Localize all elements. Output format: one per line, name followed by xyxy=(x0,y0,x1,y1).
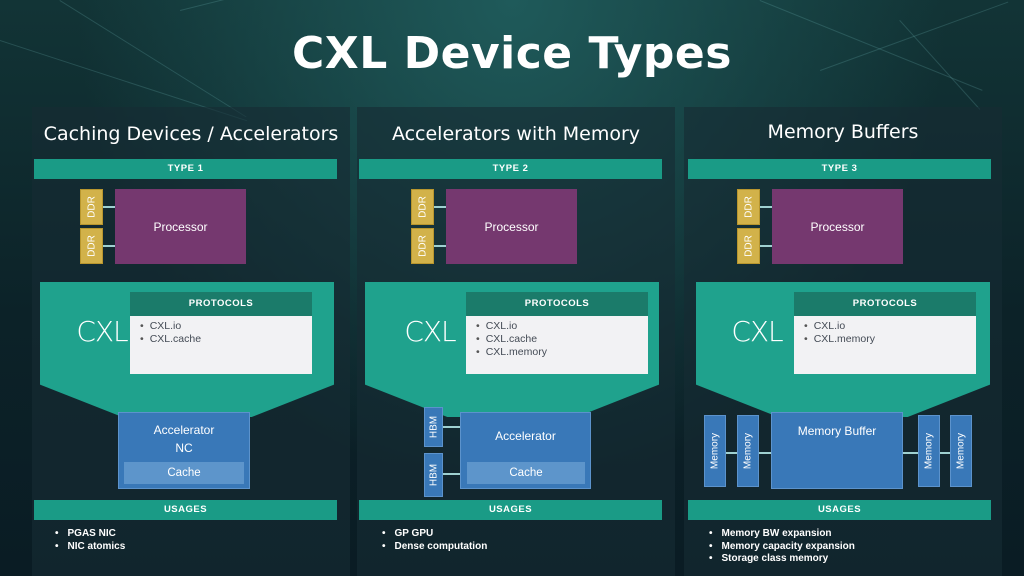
protocol-item: CXL.io xyxy=(476,320,648,333)
type-bar: TYPE 1 xyxy=(34,159,337,179)
hbm-connector xyxy=(443,426,460,428)
ddr-label: DDR xyxy=(86,196,97,218)
memory-module: Memory xyxy=(704,415,726,487)
hbm-label: HBM xyxy=(428,415,439,439)
memory-module: Memory xyxy=(950,415,972,487)
memory-connector xyxy=(759,452,771,454)
ddr-connector xyxy=(434,206,446,208)
memory-label: Memory xyxy=(923,432,935,470)
accelerator-block: Accelerator Cache xyxy=(460,412,591,489)
usages-list: GP GPU Dense computation xyxy=(382,528,488,554)
cxl-logo: CXL xyxy=(404,315,456,348)
memory-label: Memory xyxy=(709,432,721,470)
protocol-item: CXL.memory xyxy=(476,346,648,359)
type-bar: TYPE 3 xyxy=(688,159,991,179)
protocols-header: PROTOCOLS xyxy=(130,292,312,316)
panel-heading: Caching Devices / Accelerators xyxy=(43,123,339,145)
memory-module: Memory xyxy=(737,415,759,487)
processor-block: Processor xyxy=(446,189,577,264)
ddr-label: DDR xyxy=(743,196,754,218)
background-line xyxy=(180,0,375,11)
memory-connector xyxy=(726,452,737,454)
ddr-module: DDR xyxy=(411,189,434,225)
usage-item: Memory BW expansion xyxy=(709,528,855,541)
panel-type-1: Caching Devices / Accelerators TYPE 1 DD… xyxy=(32,107,350,576)
hbm-module: HBM xyxy=(424,407,443,447)
usages-bar: USAGES xyxy=(359,500,662,520)
protocols-list: CXL.io CXL.memory xyxy=(794,320,976,346)
ddr-module: DDR xyxy=(80,228,103,264)
ddr-label: DDR xyxy=(417,196,428,218)
protocol-item: CXL.memory xyxy=(804,333,976,346)
memory-label: Memory xyxy=(955,432,967,470)
usages-bar: USAGES xyxy=(688,500,991,520)
hbm-label: HBM xyxy=(428,463,439,487)
processor-block: Processor xyxy=(115,189,246,264)
accelerator-label: Accelerator xyxy=(495,429,556,443)
type-bar: TYPE 2 xyxy=(359,159,662,179)
ddr-connector xyxy=(103,206,115,208)
cache-block: Cache xyxy=(124,462,244,484)
protocols-header: PROTOCOLS xyxy=(466,292,648,316)
panel-heading: Accelerators with Memory xyxy=(391,123,641,145)
usage-item: NIC atomics xyxy=(55,541,126,554)
page-title: CXL Device Types xyxy=(292,28,732,79)
hbm-module: HBM xyxy=(424,453,443,497)
usages-list: PGAS NIC NIC atomics xyxy=(55,528,126,554)
ddr-module: DDR xyxy=(737,189,760,225)
ddr-connector xyxy=(760,206,772,208)
nic-label: NC xyxy=(175,441,193,455)
memory-connector xyxy=(940,452,950,454)
accelerator-nic-block: Accelerator NC Cache xyxy=(118,412,250,489)
memory-buffer-block: Memory Buffer xyxy=(771,412,903,489)
cxl-logo: CXL xyxy=(76,315,128,348)
cache-block: Cache xyxy=(467,462,585,484)
ddr-module: DDR xyxy=(411,228,434,264)
memory-module: Memory xyxy=(918,415,940,487)
protocol-item: CXL.io xyxy=(804,320,976,333)
ddr-connector xyxy=(434,245,446,247)
protocols-header: PROTOCOLS xyxy=(794,292,976,316)
protocol-item: CXL.cache xyxy=(140,333,312,346)
protocol-item: CXL.io xyxy=(140,320,312,333)
cxl-logo: CXL xyxy=(731,315,783,348)
ddr-module: DDR xyxy=(80,189,103,225)
protocol-item: CXL.cache xyxy=(476,333,648,346)
ddr-connector xyxy=(103,245,115,247)
panel-type-3: Memory Buffers TYPE 3 DDR DDR Processor … xyxy=(684,107,1002,576)
accelerator-label: Accelerator xyxy=(153,423,215,437)
usages-bar: USAGES xyxy=(34,500,337,520)
usages-list: Memory BW expansion Memory capacity expa… xyxy=(709,528,855,566)
ddr-label: DDR xyxy=(743,235,754,257)
panel-type-2: Accelerators with Memory TYPE 2 DDR DDR … xyxy=(357,107,675,576)
processor-block: Processor xyxy=(772,189,903,264)
protocols-list: CXL.io CXL.cache CXL.memory xyxy=(466,320,648,359)
panel-heading: Memory Buffers xyxy=(767,121,919,143)
ddr-label: DDR xyxy=(86,235,97,257)
usage-item: PGAS NIC xyxy=(55,528,125,541)
usage-item: GP GPU xyxy=(382,528,487,541)
memory-connector xyxy=(903,452,918,454)
ddr-module: DDR xyxy=(737,228,760,264)
protocols-box: PROTOCOLS CXL.io CXL.cache CXL.memory xyxy=(466,292,648,374)
ddr-connector xyxy=(760,245,772,247)
usage-item: Storage class memory xyxy=(709,553,855,566)
hbm-connector xyxy=(443,473,460,475)
memory-buffer-label: Memory Buffer xyxy=(797,424,877,438)
usage-item: Dense computation xyxy=(382,541,488,554)
protocols-list: CXL.io CXL.cache xyxy=(130,320,312,346)
protocols-box: PROTOCOLS CXL.io CXL.memory xyxy=(794,292,976,374)
memory-label: Memory xyxy=(742,432,754,470)
protocols-box: PROTOCOLS CXL.io CXL.cache xyxy=(130,292,312,374)
ddr-label: DDR xyxy=(417,235,428,257)
usage-item: Memory capacity expansion xyxy=(709,541,855,554)
